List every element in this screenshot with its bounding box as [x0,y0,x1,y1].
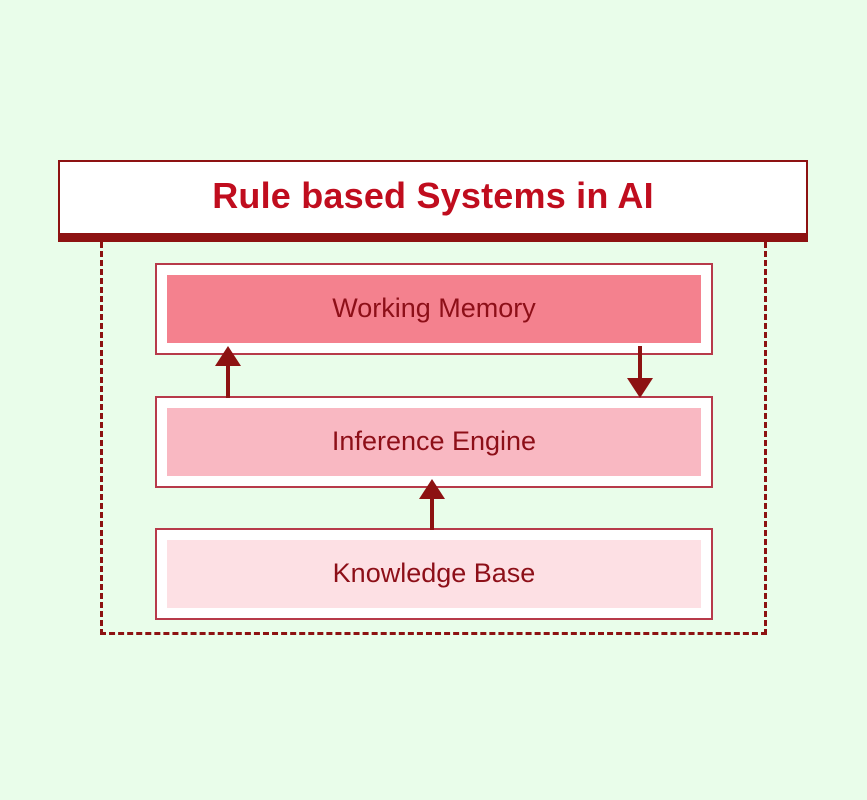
arrow-stem [638,346,642,382]
component-fill-working-memory: Working Memory [167,275,701,343]
component-fill-knowledge-base: Knowledge Base [167,540,701,608]
component-box-inference-engine: Inference Engine [155,396,713,488]
arrow-knowledge-base-to-inference-engine [419,479,445,530]
arrow-stem [430,495,434,530]
arrowhead-down-icon [627,378,653,398]
component-label-working-memory: Working Memory [332,292,536,323]
arrowhead-up-icon [419,479,445,499]
diagram-title-box: Rule based Systems in AI [58,160,808,242]
component-fill-inference-engine: Inference Engine [167,408,701,476]
arrow-inference-engine-to-working-memory [215,346,241,398]
component-box-knowledge-base: Knowledge Base [155,528,713,620]
component-label-inference-engine: Inference Engine [331,425,537,456]
arrow-working-memory-to-inference-engine [627,346,653,398]
arrowhead-up-icon [215,346,241,366]
system-boundary-dashed-frame [100,242,767,635]
component-label-knowledge-base: Knowledge Base [332,557,536,588]
component-box-working-memory: Working Memory [155,263,713,355]
diagram-title-text: Rule based Systems in AI [212,174,654,216]
arrow-stem [226,362,230,398]
